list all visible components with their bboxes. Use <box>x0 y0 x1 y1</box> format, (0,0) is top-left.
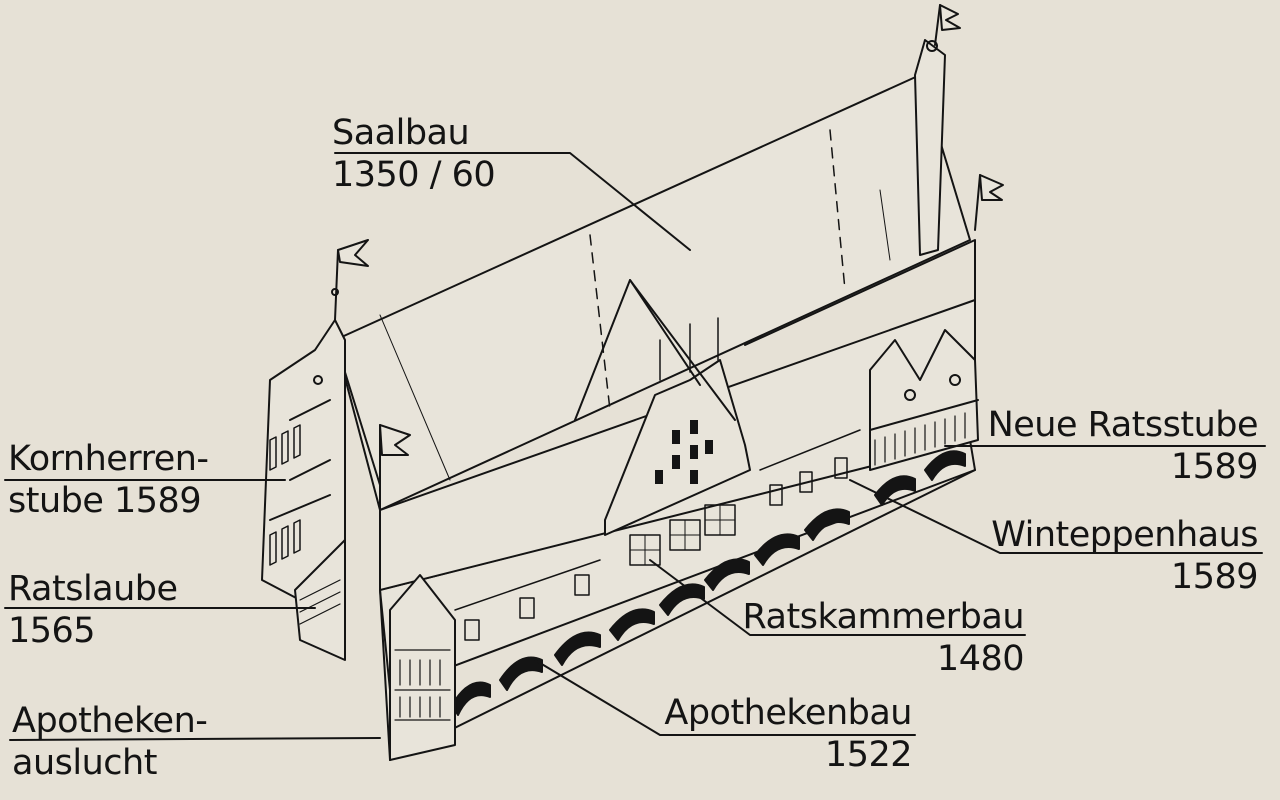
kornherrenstube-label: Kornherren- stube 1589 <box>8 438 209 522</box>
apothekenauslucht-line2: auslucht <box>12 743 157 783</box>
apothekenbau-label: Apothekenbau 1522 <box>664 692 912 776</box>
apothekenbau-name: Apothekenbau <box>664 693 912 733</box>
leader-ratskammerbau <box>649 559 1026 636</box>
leader-apothekenauslucht <box>9 737 381 741</box>
leader-saalbau <box>334 152 691 251</box>
kornherrenstube-tower <box>261 239 369 601</box>
leader-apothekenbau <box>534 659 916 736</box>
ratskammerbau-year: 1480 <box>936 639 1025 679</box>
neue-ratsstube-label: Neue Ratsstube 1589 <box>987 404 1259 488</box>
ratskammerbau-name: Ratskammerbau <box>742 597 1024 637</box>
kornherrenstube-line1: Kornherren- <box>8 439 209 479</box>
apothekenauslucht <box>389 574 456 761</box>
kornherrenstube-line2: stube 1589 <box>8 481 202 521</box>
saalbau-name: Saalbau <box>332 113 470 153</box>
apothekenbau-year: 1522 <box>824 735 913 775</box>
rear-gable <box>914 4 961 256</box>
apothekenauslucht-label: Apotheken- auslucht <box>12 700 208 784</box>
neue-ratsstube <box>744 174 1004 471</box>
ratslaube <box>294 424 411 661</box>
apothekenauslucht-line1: Apotheken- <box>12 701 208 741</box>
ratslaube-year: 1565 <box>8 611 96 651</box>
winteppenhaus-label: Winteppenhaus 1589 <box>991 514 1258 598</box>
saalbau-year: 1350 / 60 <box>332 155 496 195</box>
ratskammerbau-label: Ratskammerbau 1480 <box>742 596 1024 680</box>
winteppenhaus-section <box>759 429 861 506</box>
leader-lines <box>4 152 1266 741</box>
apothekenbau-section <box>454 559 601 641</box>
leader-winteppenhaus <box>849 479 1263 554</box>
neue-ratsstube-name: Neue Ratsstube <box>987 405 1259 445</box>
ratslaube-name: Ratslaube <box>8 569 178 609</box>
arcade-arches <box>451 450 966 716</box>
winteppenhaus-year: 1589 <box>1170 557 1259 597</box>
saalbau-label: Saalbau 1350 / 60 <box>332 112 496 196</box>
ratskammerbau-gable <box>574 279 751 566</box>
winteppenhaus-name: Winteppenhaus <box>991 515 1258 555</box>
ratslaube-label: Ratslaube 1565 <box>8 568 178 652</box>
neue-ratsstube-year: 1589 <box>1170 447 1259 487</box>
